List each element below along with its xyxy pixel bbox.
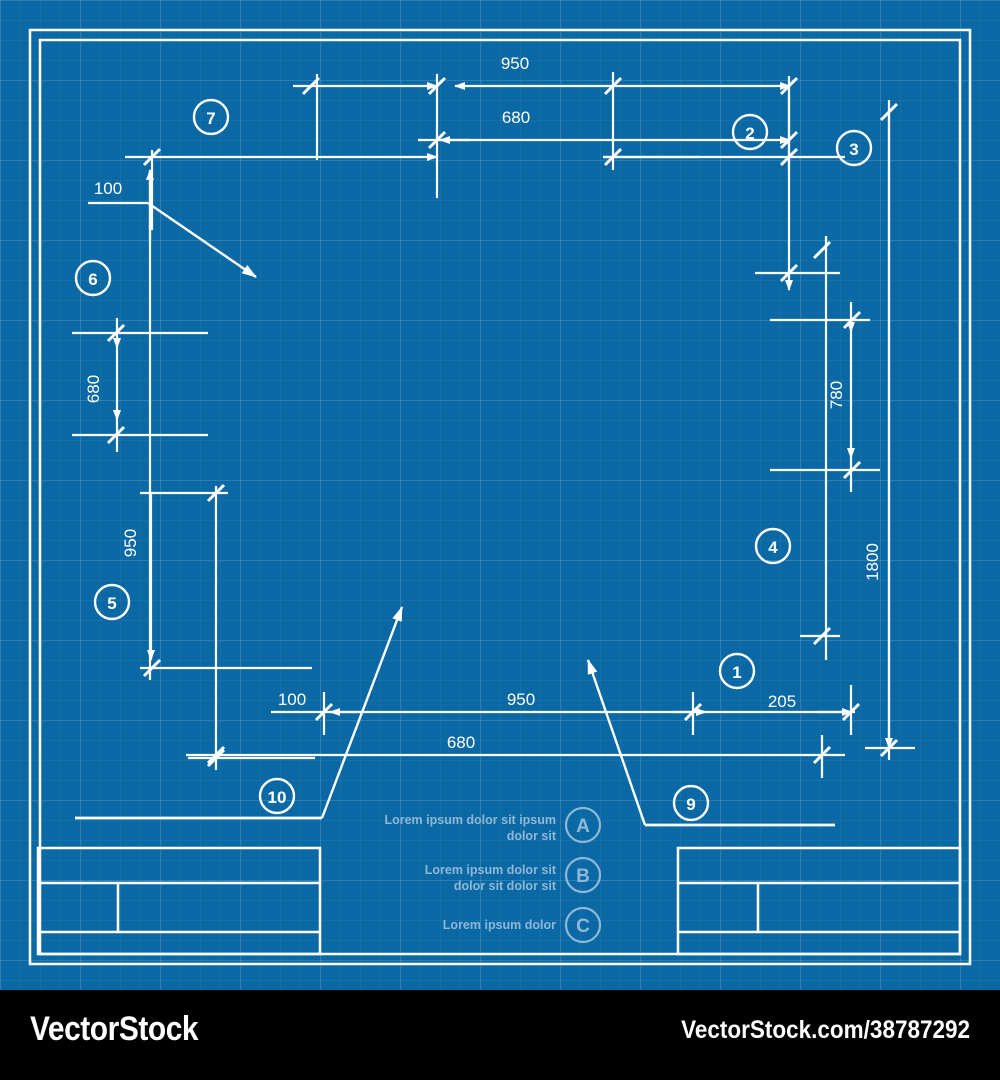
technical-drawing: 950 680 100 680 950 780 1800 100 950 205…: [28, 28, 972, 966]
sheet-frame: [28, 28, 972, 966]
dim-label-right-1800: 1800: [863, 543, 882, 581]
balloon-1[interactable]: 1: [718, 652, 756, 690]
balloon-10-label: 10: [268, 788, 287, 807]
balloon-4-label: 4: [768, 538, 778, 557]
balloon-5[interactable]: 5: [93, 583, 131, 621]
legend-c-circle: [564, 906, 602, 944]
dim-label-bottom-205: 205: [768, 692, 796, 711]
vectorstock-url: VectorStock.com/38787292: [681, 1016, 970, 1044]
legend-group: A Lorem ipsum dolor sit ipsum dolor sit …: [384, 806, 602, 944]
balloon-2-label: 2: [745, 124, 754, 143]
balloon-3[interactable]: 3: [835, 129, 873, 167]
balloon-10[interactable]: 10: [258, 777, 296, 815]
balloon-1-label: 1: [732, 663, 741, 682]
title-block-right: [676, 846, 962, 956]
balloon-callouts: 1 2 3 4 5: [74, 98, 873, 822]
dimension-labels: 950 680 100 680 950 780 1800 100 950 205…: [84, 54, 882, 752]
legend-a-line-1: Lorem ipsum dolor sit ipsum: [384, 813, 556, 827]
vectorstock-brand: VectorStock: [30, 1010, 199, 1048]
balloon-3-label: 3: [849, 140, 858, 159]
dim-label-bottom-100: 100: [278, 690, 306, 709]
right-dimension-group: [755, 96, 915, 758]
balloon-4[interactable]: 4: [754, 527, 792, 565]
legend-b-line-1: Lorem ipsum dolor sit: [425, 863, 557, 877]
dim-label-top-680: 680: [502, 108, 530, 127]
balloon-9[interactable]: 9: [672, 784, 710, 822]
dim-label-bottom-680: 680: [447, 733, 475, 752]
legend-c-letter: C: [576, 916, 590, 937]
legend-b-circle: [564, 856, 602, 894]
legend-item-c[interactable]: C Lorem ipsum dolor: [443, 906, 602, 944]
top-dimension-group: [125, 72, 899, 760]
legend-a-line-2: dolor sit: [507, 829, 557, 843]
balloon-7-label: 7: [206, 109, 215, 128]
left-680-dimension-group: [72, 318, 208, 452]
legend-a-circle: [564, 806, 602, 844]
balloon-9-label: 9: [686, 795, 695, 814]
bottom-dimension-group: [186, 659, 861, 827]
dim-label-top-950: 950: [501, 54, 529, 73]
legend-b-line-2: dolor sit dolor sit: [454, 879, 557, 893]
dim-label-bottom-950: 950: [507, 690, 535, 709]
balloon-2[interactable]: 2: [731, 113, 769, 151]
watermark-footer: VectorStock VectorStock.com/38787292: [0, 990, 1000, 1080]
legend-item-a[interactable]: A Lorem ipsum dolor sit ipsum dolor sit: [384, 806, 602, 844]
balloon-5-label: 5: [107, 594, 116, 613]
dim-label-left-100: 100: [94, 179, 122, 198]
legend-a-letter: A: [576, 816, 590, 837]
balloon-7[interactable]: 7: [192, 98, 230, 136]
dim-label-right-780: 780: [827, 381, 846, 409]
balloon-6-label: 6: [88, 270, 97, 289]
blueprint-sheet: 950 680 100 680 950 780 1800 100 950 205…: [0, 0, 1000, 990]
left-950-dimension-group: [140, 483, 312, 770]
balloon-6[interactable]: 6: [74, 259, 112, 297]
dim-label-left-680: 680: [84, 375, 103, 403]
legend-b-letter: B: [576, 866, 590, 887]
title-block-left: [36, 846, 322, 956]
legend-c-line-1: Lorem ipsum dolor: [443, 918, 556, 932]
legend-item-b[interactable]: B Lorem ipsum dolor sit dolor sit dolor …: [425, 856, 602, 894]
dim-label-left-950: 950: [121, 529, 140, 557]
